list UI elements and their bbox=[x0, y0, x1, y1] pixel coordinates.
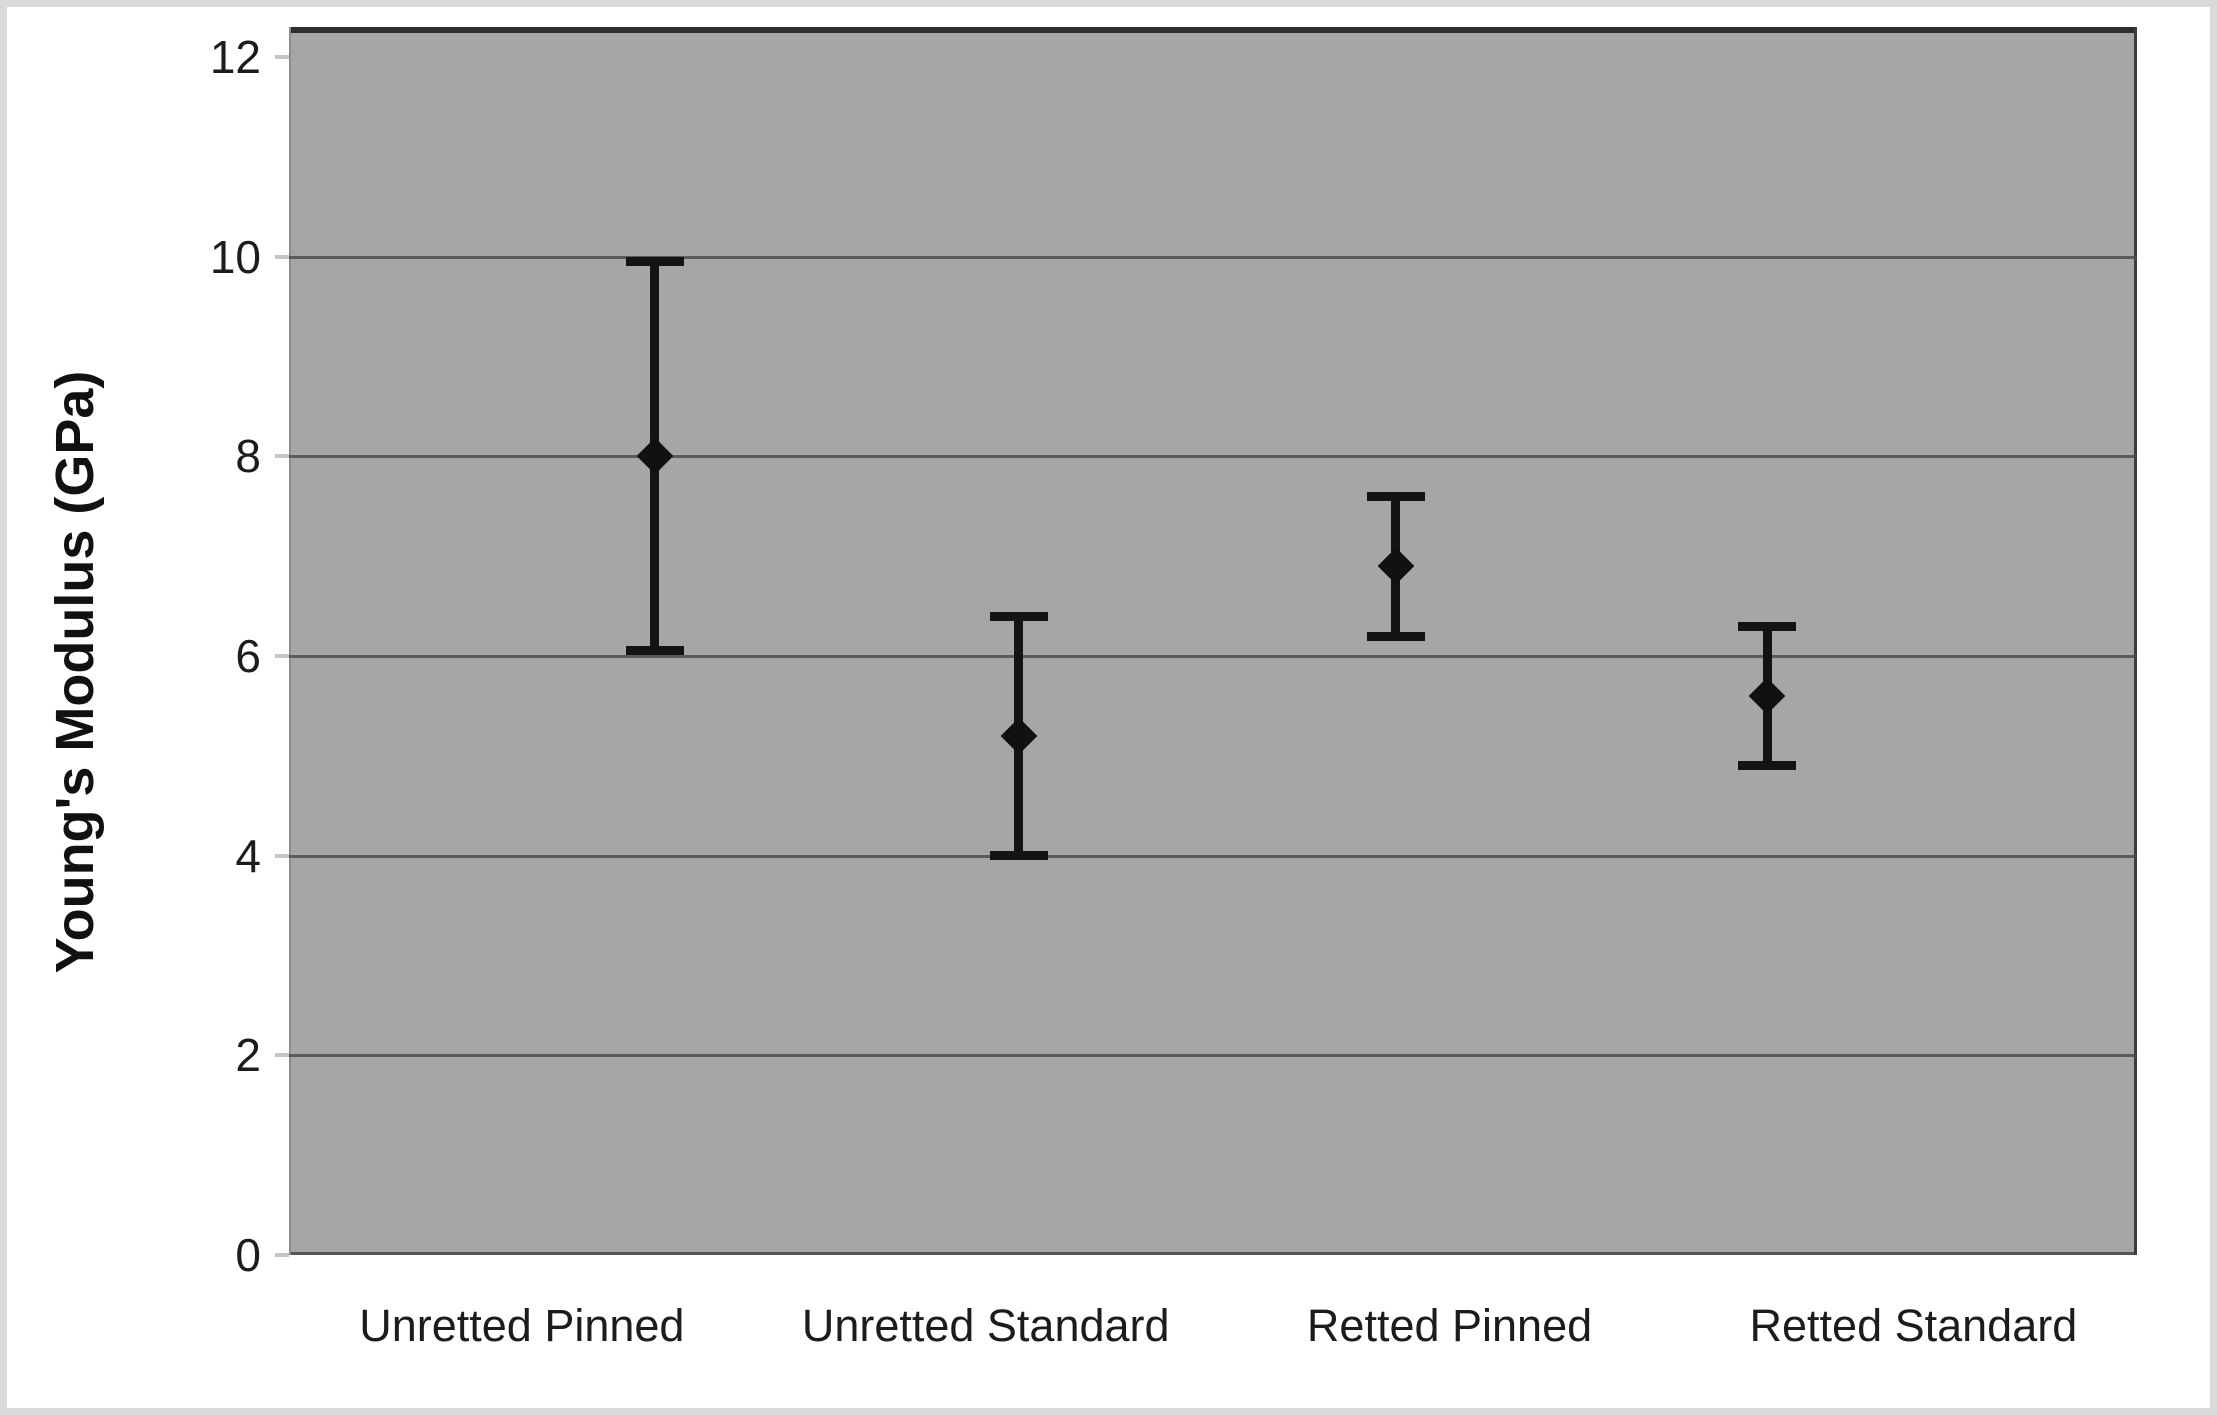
mean-marker-diamond bbox=[1000, 717, 1038, 755]
mean-marker-diamond bbox=[1377, 547, 1415, 585]
gridline-2 bbox=[289, 1054, 2137, 1058]
y-tick-mark-12 bbox=[275, 54, 289, 59]
y-tick-label-10: 10 bbox=[209, 230, 261, 283]
gridline-6 bbox=[289, 654, 2137, 658]
plot-border-top bbox=[289, 27, 2137, 33]
error-bar-cap-top bbox=[625, 257, 684, 267]
y-tick-label-8: 8 bbox=[235, 430, 261, 483]
x-category-label-2: Unretted Standard bbox=[801, 1300, 1170, 1351]
y-tick-mark-8 bbox=[275, 454, 289, 459]
y-tick-label-12: 12 bbox=[209, 30, 261, 83]
gridline-10 bbox=[289, 255, 2137, 259]
y-tick-mark-2 bbox=[275, 1053, 289, 1058]
gridline-8 bbox=[289, 455, 2137, 459]
mean-marker-diamond bbox=[636, 437, 674, 475]
plot-border-bottom bbox=[289, 1252, 2137, 1255]
error-bar-cap-bottom bbox=[1738, 761, 1797, 771]
y-tick-mark-4 bbox=[275, 853, 289, 858]
y-tick-mark-6 bbox=[275, 653, 289, 658]
error-bar-cap-bottom bbox=[989, 851, 1048, 861]
y-tick-mark-10 bbox=[275, 254, 289, 259]
y-tick-label-4: 4 bbox=[235, 829, 261, 882]
mean-marker-diamond bbox=[1749, 677, 1786, 715]
y-tick-label-0: 0 bbox=[235, 1229, 261, 1281]
error-bar-cap-bottom bbox=[625, 646, 684, 656]
error-bar-cap-top bbox=[1738, 621, 1797, 631]
y-tick-label-2: 2 bbox=[235, 1029, 261, 1082]
plot-border-left bbox=[289, 27, 291, 1255]
x-category-label-1: Unretted Pinned bbox=[359, 1300, 685, 1351]
plot-area bbox=[289, 27, 2137, 1255]
error-bar-cap-top bbox=[989, 611, 1048, 621]
error-bar-cap-top bbox=[1366, 491, 1425, 501]
x-category-label-3: Retted Pinned bbox=[1306, 1300, 1593, 1351]
y-tick-label-6: 6 bbox=[235, 629, 261, 682]
plot-border-right bbox=[2134, 27, 2137, 1255]
y-tick-mark-0 bbox=[275, 1253, 289, 1257]
gridline-4 bbox=[289, 854, 2137, 858]
x-category-label-4: Retted Standard bbox=[1749, 1300, 2078, 1351]
error-bar-cap-bottom bbox=[1366, 631, 1425, 641]
